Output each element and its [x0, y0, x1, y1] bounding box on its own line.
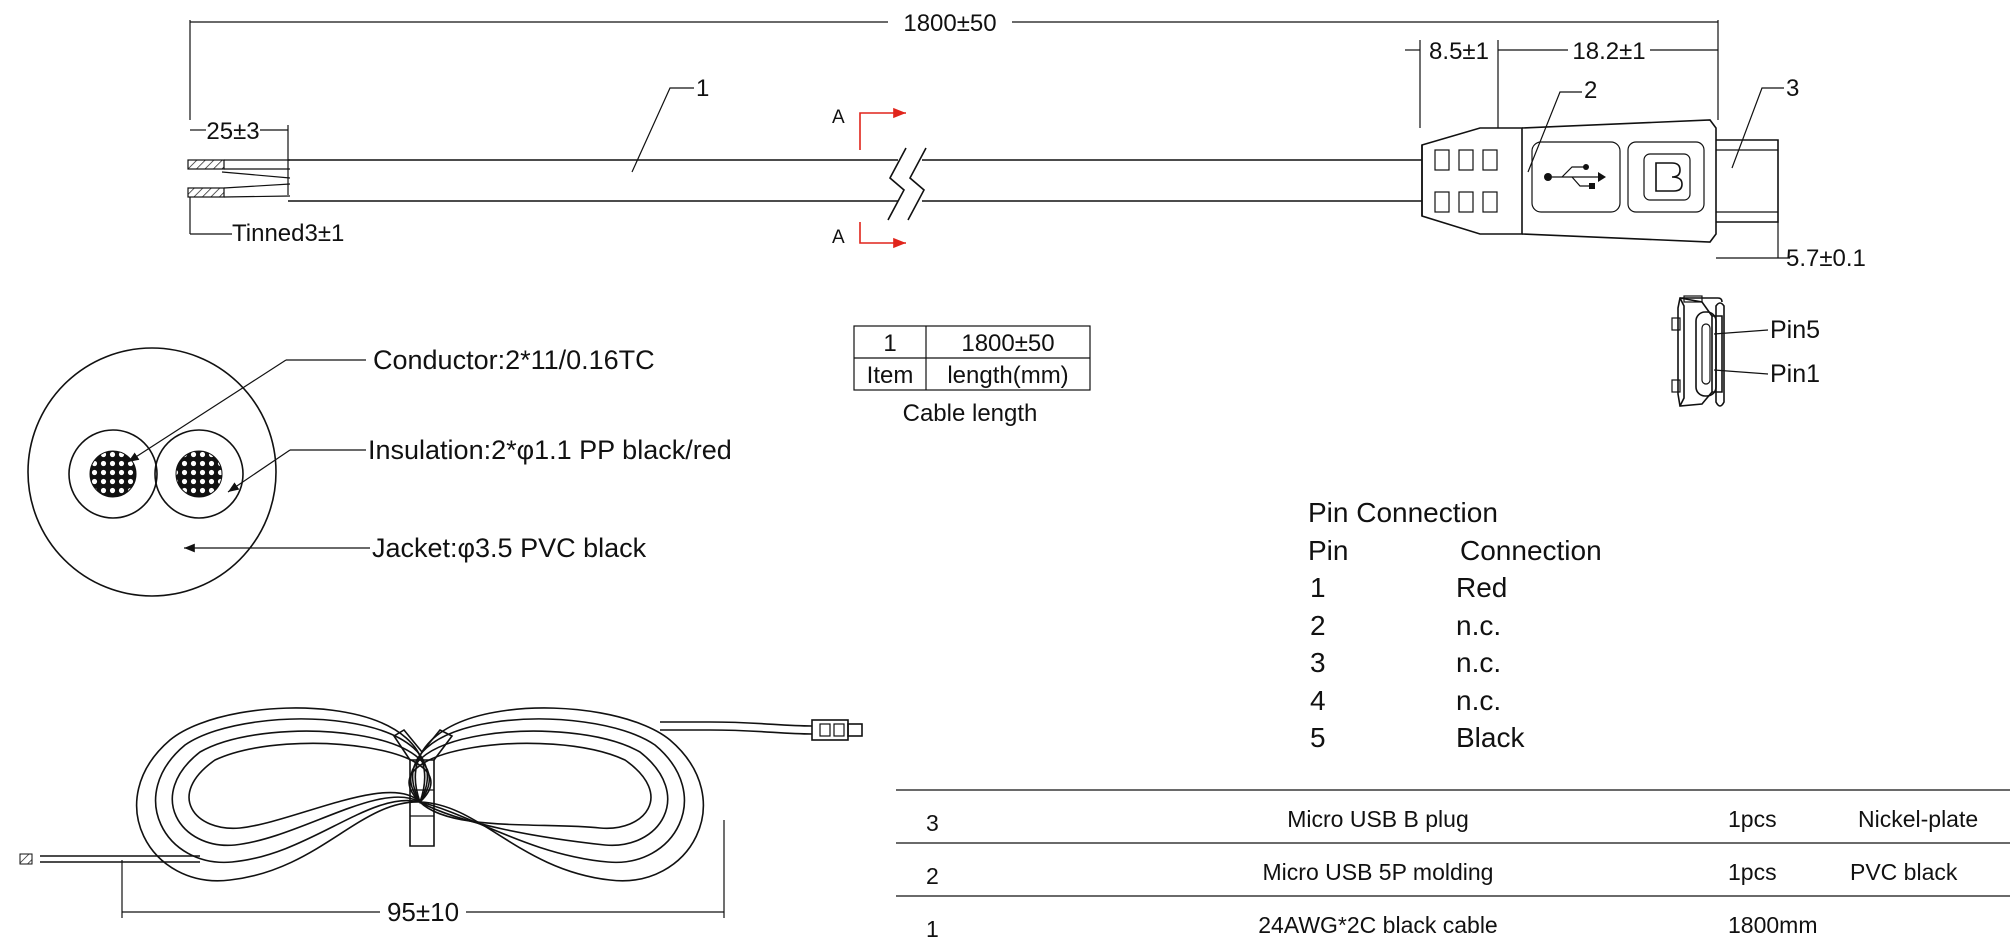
pin-number: 1: [1310, 572, 1326, 603]
section-mark-top: A: [832, 107, 845, 128]
length-table-cell: length(mm): [947, 362, 1068, 389]
usb-molding: [1421, 119, 1717, 243]
pin-header: Pin: [1308, 535, 1348, 566]
connector-face: Pin5 Pin1: [1671, 295, 1820, 407]
bom-material: PVC black: [1850, 859, 1958, 885]
pin-connection-value: Black: [1456, 722, 1525, 753]
coil-wire-end: [19, 853, 33, 865]
bom-description: Micro USB 5P molding: [1263, 859, 1494, 885]
pin-connection-value: n.c.: [1456, 610, 1501, 641]
plug-dim-label: 18.2±1: [1572, 38, 1645, 65]
tinned-label: Tinned3±1: [232, 220, 344, 247]
bom-table: 3 Micro USB B plug 1pcs Nickel-plate 2 M…: [896, 789, 2010, 942]
callout-3: 3: [1786, 75, 1799, 102]
wire-end-lower: [187, 187, 225, 198]
conductor-label: Conductor:2*11/0.16TC: [373, 345, 655, 375]
pin-connection-value: n.c.: [1456, 685, 1501, 716]
strip-length-label: 25±3: [206, 118, 259, 145]
pin1-label: Pin1: [1770, 360, 1820, 388]
pin-number: 2: [1310, 610, 1326, 641]
plug-width-label: 5.7±0.1: [1786, 245, 1866, 272]
bom-item: 3: [926, 810, 939, 836]
insulation-label: Insulation:2*φ1.1 PP black/red: [368, 435, 732, 465]
coil-width-label: 95±10: [387, 897, 459, 927]
bom-item: 1: [926, 916, 939, 942]
bom-item: 2: [926, 863, 939, 889]
pin-connection-value: Red: [1456, 572, 1507, 603]
jacket-circle: [27, 347, 277, 597]
bom-qty: 1pcs: [1728, 859, 1777, 885]
molding-dim-label: 8.5±1: [1429, 38, 1489, 65]
length-table: 1 1800±50 Item length(mm) Cable length: [853, 325, 1091, 427]
connection-header: Connection: [1460, 535, 1602, 566]
length-table-cell: 1: [883, 330, 896, 357]
insulation-left: [68, 429, 158, 519]
bom-description: Micro USB B plug: [1287, 806, 1469, 832]
pin-connection-title: Pin Connection: [1308, 497, 1498, 528]
overall-length-label: 1800±50: [903, 10, 996, 37]
length-table-cell: Item: [867, 362, 914, 389]
jacket-label: Jacket:φ3.5 PVC black: [372, 533, 647, 563]
usb-icon: [1544, 164, 1606, 189]
bom-qty: 1pcs: [1728, 806, 1777, 832]
wire-end-upper: [187, 159, 225, 170]
pin-number: 4: [1310, 685, 1326, 716]
callout-1: 1: [696, 75, 709, 102]
break-mark-right: [907, 147, 927, 221]
section-mark-bottom: A: [832, 227, 845, 248]
insulation-right: [154, 429, 244, 519]
usb-logo-panel: [1531, 141, 1621, 213]
pin-connection: Pin Connection Pin Connection 1 Red 2 n.…: [1308, 497, 1602, 753]
conductor-left: [89, 450, 137, 498]
pin-number: 3: [1310, 647, 1326, 678]
callout-2: 2: [1584, 77, 1597, 104]
coil-connector: [811, 719, 863, 741]
cable-tie: [392, 728, 454, 847]
length-table-caption: Cable length: [903, 400, 1038, 427]
break-mark-left: [887, 147, 907, 221]
bom-description: 24AWG*2C black cable: [1258, 912, 1497, 938]
pin5-label: Pin5: [1770, 316, 1820, 344]
b-logo-panel: [1627, 141, 1705, 213]
cross-section: Conductor:2*11/0.16TC Insulation:2*φ1.1 …: [27, 345, 732, 597]
bom-material: Nickel-plate: [1858, 806, 1978, 832]
conductor-right: [175, 450, 223, 498]
coil-view: 95±10: [19, 707, 863, 927]
pin-connection-value: n.c.: [1456, 647, 1501, 678]
length-table-cell: 1800±50: [961, 330, 1054, 357]
pin-number: 5: [1310, 722, 1326, 753]
usb-b-plug: [1716, 139, 1779, 223]
top-view: 1800±50 25±3 Tinned3±1 1 A A: [187, 10, 1866, 272]
bom-qty: 1800mm: [1728, 912, 1817, 938]
